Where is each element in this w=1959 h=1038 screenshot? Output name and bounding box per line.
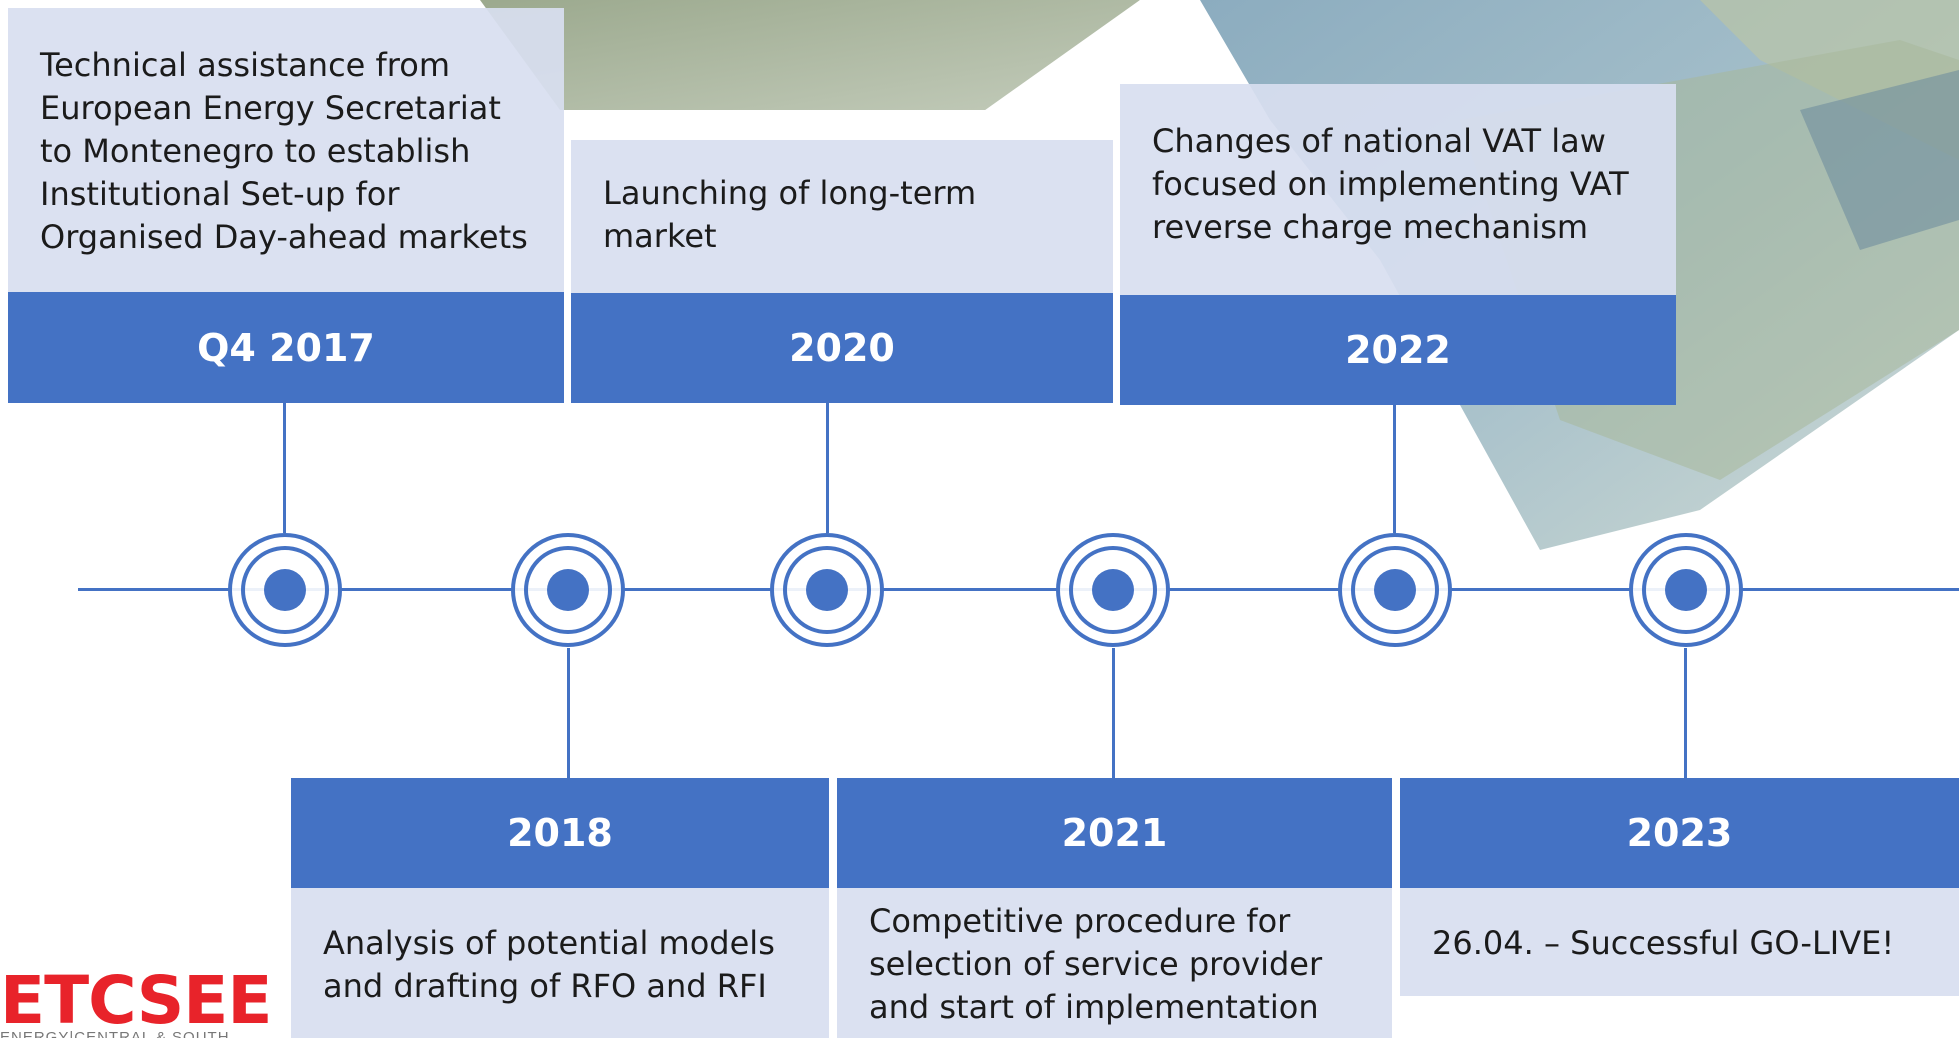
timeline-node-2018 bbox=[511, 533, 625, 647]
milestone-year-2020: 2020 bbox=[571, 293, 1113, 403]
milestone-text-2021: Competitive procedure for selection of s… bbox=[869, 902, 1323, 1026]
milestone-card-q4-2017: Technical assistance from European Energ… bbox=[8, 8, 564, 292]
milestone-text-q4-2017: Technical assistance from European Energ… bbox=[40, 46, 528, 256]
etcsee-logo: ETCSEE ENERGY|CENTRAL & SOUTH bbox=[0, 962, 290, 1038]
timeline-node-2022 bbox=[1338, 533, 1452, 647]
connector-2023 bbox=[1684, 648, 1687, 778]
logo-wordmark: ETCSEE bbox=[0, 962, 272, 1038]
milestone-card-2021: Competitive procedure for selection of s… bbox=[837, 888, 1392, 1038]
timeline-node-2023 bbox=[1629, 533, 1743, 647]
connector-2022 bbox=[1393, 405, 1396, 533]
milestone-card-2023: 26.04. – Successful GO-LIVE! bbox=[1400, 888, 1959, 996]
connector-q4-2017 bbox=[283, 403, 286, 533]
milestone-text-2022: Changes of national VAT law focused on i… bbox=[1152, 122, 1629, 246]
timeline-axis bbox=[78, 588, 1959, 591]
timeline-node-2020 bbox=[770, 533, 884, 647]
milestone-card-2022: Changes of national VAT law focused on i… bbox=[1120, 84, 1676, 295]
milestone-year-2022: 2022 bbox=[1120, 295, 1676, 405]
timeline-node-2021 bbox=[1056, 533, 1170, 647]
connector-2018 bbox=[567, 648, 570, 778]
milestone-year-q4-2017: Q4 2017 bbox=[8, 292, 564, 403]
connector-2020 bbox=[826, 403, 829, 533]
timeline-node-q4-2017 bbox=[228, 533, 342, 647]
milestone-card-2018: Analysis of potential models and draftin… bbox=[291, 888, 829, 1038]
milestone-text-2020: Launching of long-term market bbox=[603, 174, 977, 255]
milestone-year-2021: 2021 bbox=[837, 778, 1392, 888]
connector-2021 bbox=[1112, 648, 1115, 778]
milestone-text-2018: Analysis of potential models and draftin… bbox=[323, 924, 775, 1005]
milestone-year-2023: 2023 bbox=[1400, 778, 1959, 888]
milestone-card-2020: Launching of long-term market bbox=[571, 140, 1113, 293]
milestone-text-2023: 26.04. – Successful GO-LIVE! bbox=[1432, 924, 1895, 962]
logo-tagline: ENERGY|CENTRAL & SOUTH bbox=[0, 1029, 230, 1038]
milestone-year-2018: 2018 bbox=[291, 778, 829, 888]
